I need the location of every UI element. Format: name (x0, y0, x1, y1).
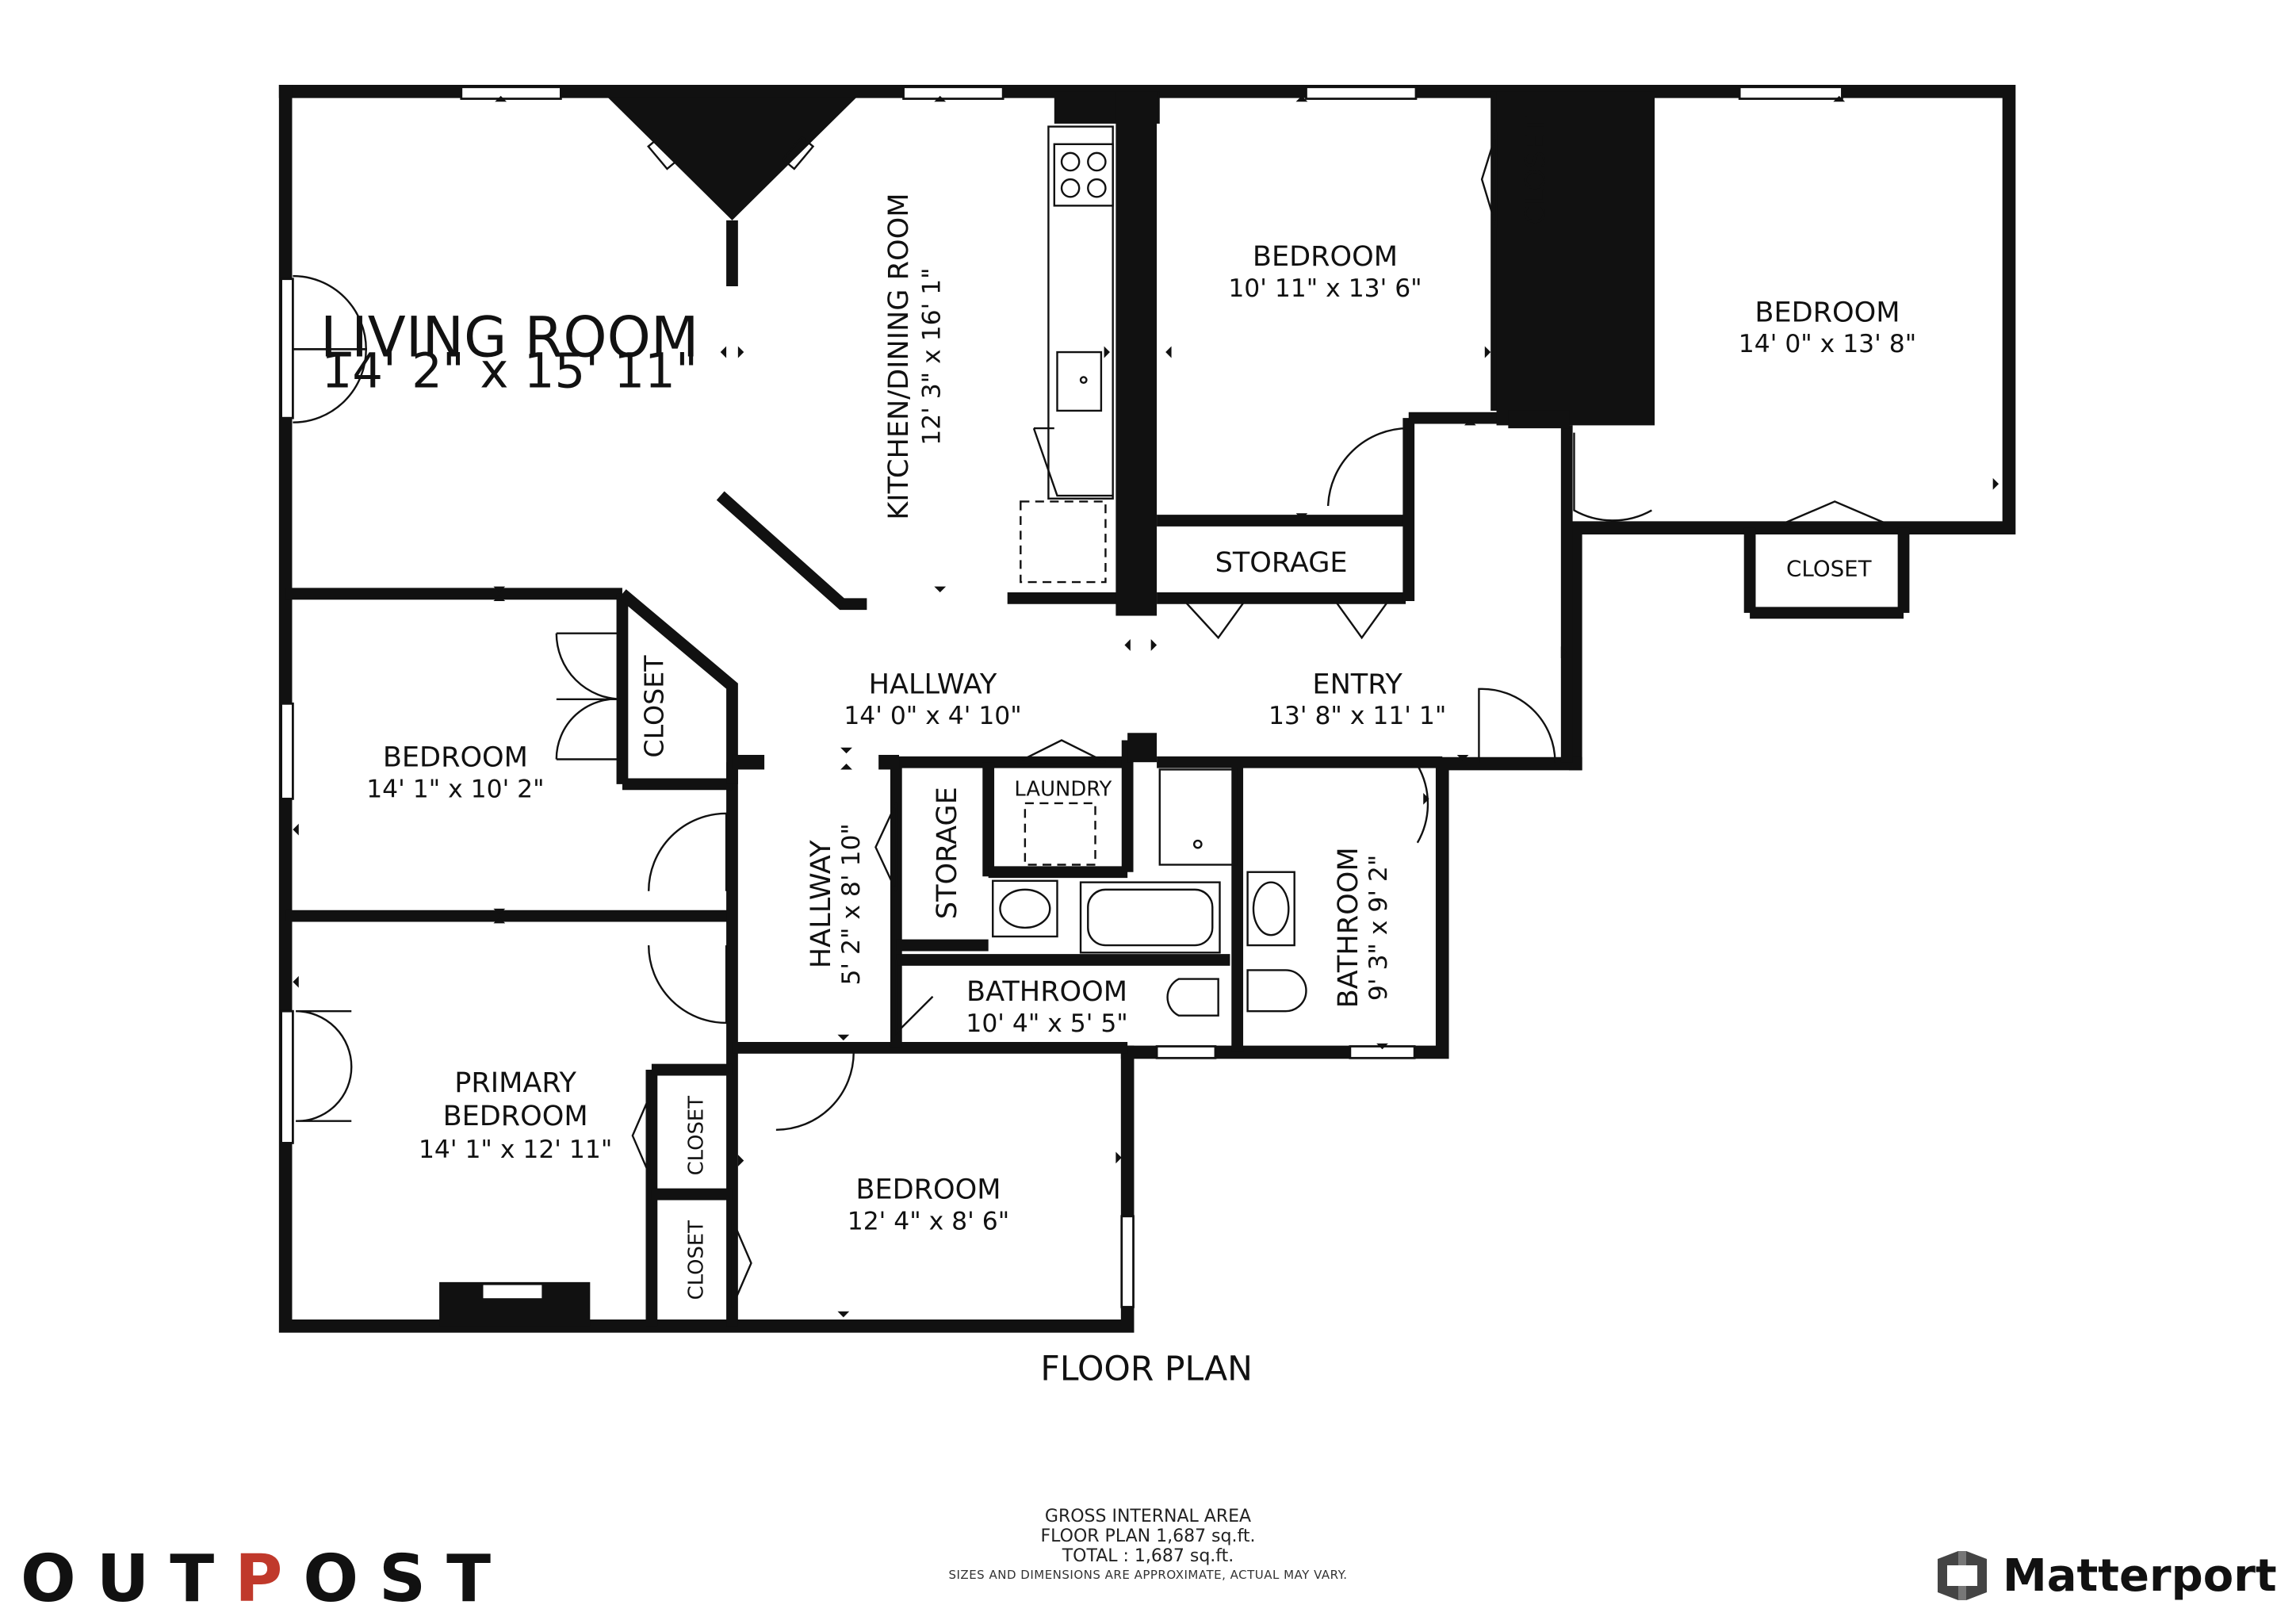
storage-label-1: STORAGE (1215, 546, 1348, 579)
room-name-bedroom-4: BEDROOM (855, 1174, 1001, 1206)
room-name-kitchen: KITCHEN/DINING ROOM (882, 193, 915, 520)
area-heading: GROSS INTERNAL AREA (1044, 1507, 1252, 1526)
matterport-wordmark: Matterport (2003, 1549, 2277, 1602)
window (902, 86, 1004, 100)
outer-wall (278, 84, 2016, 771)
room-name-bedroom-2: BEDROOM (1755, 296, 1900, 328)
room-name-bathroom-1: BATHROOM (966, 975, 1127, 1008)
matterport-logo: Matterport (1934, 1548, 2277, 1603)
outpost-logo-accent: P (235, 1542, 304, 1617)
window (1155, 1045, 1217, 1059)
toilet-icon (1166, 978, 1219, 1017)
room-dims-bedroom-2: 14' 0" x 13' 8" (1739, 330, 1916, 358)
wall-mass (1115, 91, 1158, 616)
area-total: TOTAL : 1,687 sq.ft. (1062, 1546, 1234, 1566)
dishwasher-icon (1020, 500, 1107, 584)
window (280, 1009, 294, 1144)
room-dims-primary-bedroom: 14' 1" x 12' 11" (419, 1136, 612, 1164)
window (280, 702, 294, 800)
room-name-hallway-1: HALLWAY (869, 668, 997, 700)
room-name-primary-bedroom-line2: BEDROOM (443, 1100, 588, 1132)
matterport-logo-icon (1938, 1551, 1987, 1600)
wall (1120, 756, 1582, 1059)
room-name-bedroom-3: BEDROOM (383, 741, 528, 774)
room-dims-bathroom-1: 10' 4" x 5' 5" (966, 1009, 1127, 1038)
sink-icon (1056, 350, 1103, 412)
storage-label-2: STORAGE (931, 787, 963, 919)
room-dims-hallway-1: 14' 0" x 4' 10" (844, 702, 1021, 730)
room-dims-entry: 13' 8" x 11' 1" (1269, 702, 1446, 730)
room-dims-bedroom-3: 14' 1" x 10' 2" (366, 776, 544, 804)
room-dims-living-room: 14' 2" x 15' 11" (321, 343, 698, 399)
outpost-logo: OUTPOST (21, 1542, 512, 1617)
vanity-sink-icon (992, 879, 1058, 938)
room-dims-bedroom-4: 12' 4" x 8' 6" (848, 1207, 1009, 1235)
shower-icon (1158, 768, 1238, 866)
closet-label-primary-2: CLOSET (685, 1220, 709, 1300)
disclaimer: SIZES AND DIMENSIONS ARE APPROXIMATE, AC… (948, 1568, 1348, 1582)
area-floor-plan: FLOOR PLAN 1,687 sq.ft. (1040, 1526, 1256, 1546)
plan-title: FLOOR PLAN (1040, 1350, 1253, 1389)
room-name-entry: ENTRY (1312, 668, 1402, 700)
room-name-hallway-2: HALLWAY (805, 840, 837, 968)
closet-label-bedroom-3: CLOSET (639, 655, 670, 758)
vanity-sink-icon (1246, 871, 1295, 947)
room-name-bedroom-1: BEDROOM (1253, 240, 1398, 273)
window (1305, 86, 1418, 100)
room-dims-bedroom-1: 10' 11" x 13' 6" (1228, 274, 1422, 303)
kitchen-counter (1047, 125, 1114, 500)
room-dims-kitchen: 12' 3" x 16' 1" (918, 267, 947, 445)
wall-mass (1496, 91, 1655, 426)
closet-label-bedroom-1: CLOSET (1520, 116, 1552, 224)
toilet-icon (1246, 969, 1307, 1013)
window (280, 278, 294, 419)
closet-label-primary-1: CLOSET (685, 1096, 709, 1176)
laundry-label: LAUNDRY (1014, 778, 1112, 802)
stove-icon (1053, 143, 1114, 207)
room-name-bathroom-2: BATHROOM (1332, 847, 1364, 1008)
room-dims-bathroom-2: 9' 3" x 9' 2" (1364, 855, 1393, 1001)
room-dims-hallway-2: 5' 2" x 8' 10" (837, 823, 866, 985)
bathtub-icon (1079, 881, 1221, 954)
fireplace-chimney (607, 97, 857, 220)
room-name-primary-bedroom-line1: PRIMARY (454, 1067, 576, 1099)
window (460, 86, 562, 100)
window (1738, 86, 1843, 100)
room-name-living-room: LIVING ROOM (320, 305, 698, 370)
area-summary: GROSS INTERNAL AREA FLOOR PLAN 1,687 sq.… (0, 1507, 2296, 1584)
window (1120, 1215, 1135, 1308)
washer-icon (1024, 802, 1096, 866)
closet-label-bedroom-2: CLOSET (1786, 556, 1872, 582)
